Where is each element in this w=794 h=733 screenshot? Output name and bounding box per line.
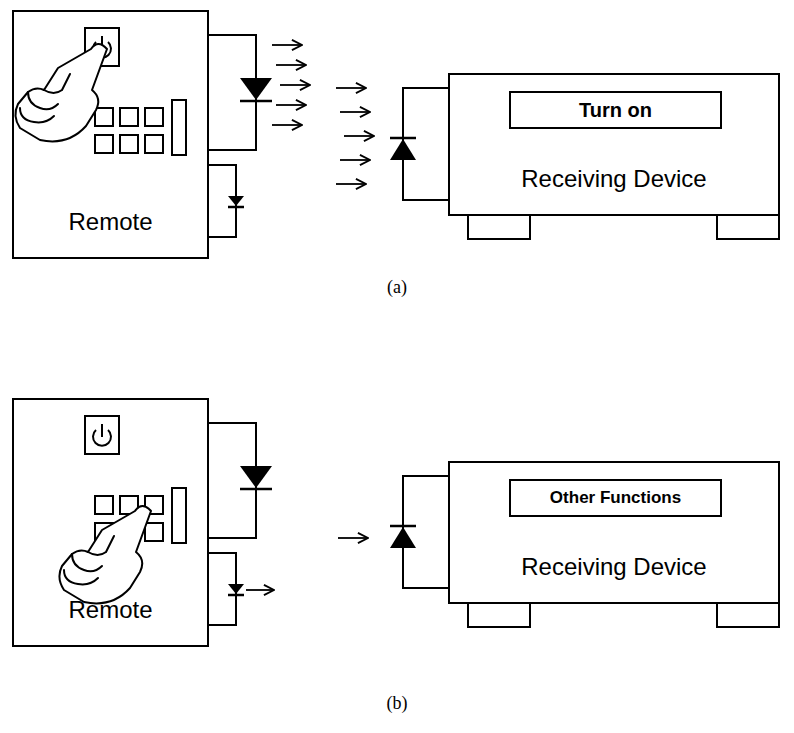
remote-body: Remote bbox=[12, 10, 209, 259]
panel-label: (a) bbox=[387, 277, 407, 298]
panel-a-art bbox=[15, 28, 779, 239]
device-body: Receiving Device Turn on bbox=[448, 73, 780, 216]
node-label: Other Functions bbox=[550, 488, 681, 508]
panel-label: (b) bbox=[387, 693, 408, 714]
device-body: Receiving Device Other Functions bbox=[448, 461, 780, 604]
node-label: Remote bbox=[68, 208, 152, 236]
node-label: Receiving Device bbox=[521, 165, 706, 193]
panel-b-art bbox=[59, 416, 779, 627]
display-panel: Other Functions bbox=[509, 479, 722, 517]
remote-body: Remote bbox=[12, 398, 209, 647]
node-label: Remote bbox=[68, 596, 152, 624]
node-label: Turn on bbox=[579, 99, 652, 122]
display-panel: Turn on bbox=[509, 91, 722, 129]
node-label: Receiving Device bbox=[521, 553, 706, 581]
